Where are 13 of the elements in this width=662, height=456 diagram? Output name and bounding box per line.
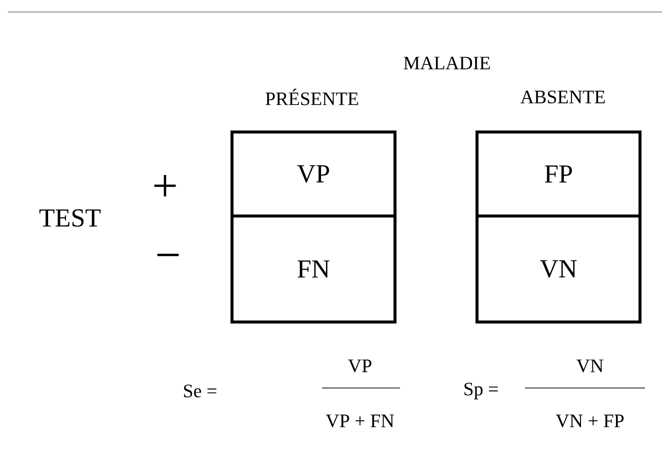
denominator: VP + FN bbox=[326, 414, 394, 428]
table-cell: VP bbox=[230, 130, 396, 218]
minus-sign: − bbox=[157, 254, 179, 256]
table-cell: FN bbox=[230, 214, 396, 324]
table-cell: VN bbox=[476, 214, 642, 324]
table-cell: FP bbox=[476, 130, 642, 218]
row-heading: TEST bbox=[39, 209, 101, 227]
numerator: VP bbox=[348, 360, 372, 372]
formula-text: Sp = bbox=[464, 382, 498, 400]
denominator: VN + FP bbox=[556, 414, 624, 428]
plus-sign: + bbox=[154, 175, 176, 196]
column-heading: MALADIE bbox=[404, 56, 490, 70]
numerator: VN bbox=[576, 360, 604, 372]
